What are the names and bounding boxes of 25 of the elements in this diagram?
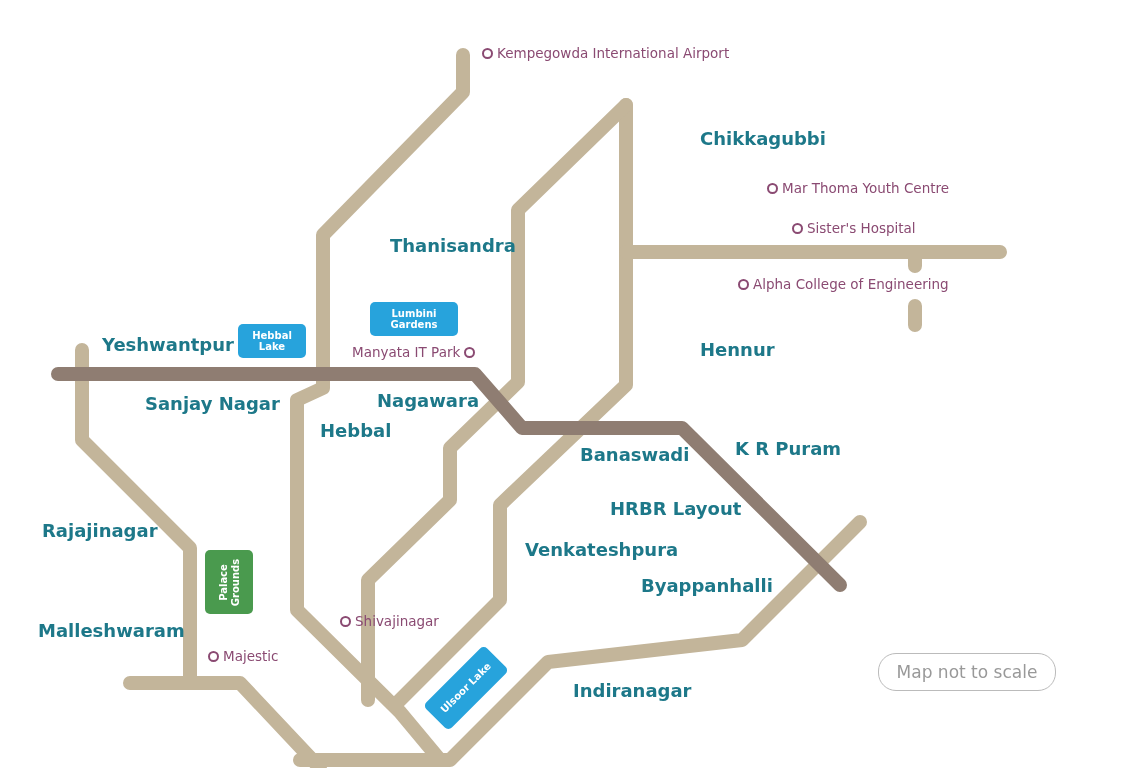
landmark-name: Shivajinagar [355, 613, 439, 629]
place-name: Malleshwaram [38, 620, 185, 641]
lake-area: Hebbal Lake [238, 324, 306, 358]
place-name: Nagawara [377, 390, 480, 411]
landmark-name: Majestic [223, 648, 279, 664]
place-name: Banaswadi [580, 444, 690, 465]
park-area: Lumbini Gardens [370, 302, 458, 336]
place-name: Venkateshpura [525, 539, 679, 560]
landmark-name: Kempegowda International Airport [497, 45, 730, 61]
place-name: Thanisandra [390, 235, 516, 256]
scale-note: Map not to scale [878, 653, 1056, 691]
landmark-name: Sister's Hospital [807, 220, 916, 236]
place-name: Yeshwantpur [102, 334, 234, 355]
place-name: HRBR Layout [610, 498, 742, 519]
place-name: Indiranagar [573, 680, 692, 701]
place-name: K R Puram [735, 438, 842, 459]
park-area: Palace Grounds [205, 550, 253, 614]
place-name: Hennur [700, 339, 775, 360]
place-name: Hebbal [320, 420, 392, 441]
landmark-name: Mar Thoma Youth Centre [782, 180, 950, 196]
place-name: Byappanhalli [641, 575, 773, 596]
place-name: Sanjay Nagar [145, 393, 280, 414]
landmark-name: Alpha College of Engineering [753, 276, 949, 292]
place-name: Chikkagubbi [700, 128, 826, 149]
place-name: Rajajinagar [42, 520, 158, 541]
